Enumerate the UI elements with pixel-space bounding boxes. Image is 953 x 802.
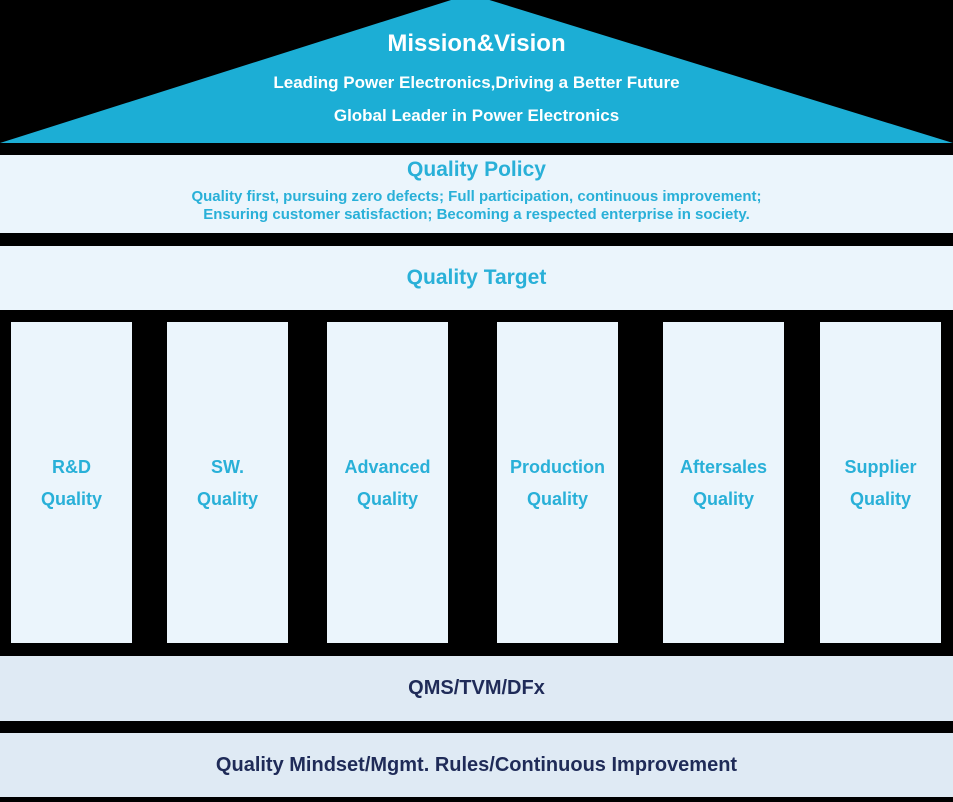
pillar-label-line: Advanced <box>344 456 431 477</box>
pillar-label-line: Quality <box>40 488 102 509</box>
pillar-label-line: Quality <box>692 488 754 509</box>
pillar-advanced-quality: Advanced Quality <box>327 322 448 643</box>
pillar-supplier-quality: Supplier Quality <box>820 322 941 643</box>
quality-target-band: Quality Target <box>0 246 953 310</box>
qms-label: QMS/TVM/DFx <box>408 677 545 699</box>
pillar-label-line: SW. <box>210 456 244 477</box>
pillar-aftersales-quality: Aftersales Quality <box>663 322 784 643</box>
pillar-label-line: Quality <box>196 488 258 509</box>
roof-triangle-shape <box>0 0 953 143</box>
mission-vision-roof: Mission&Vision Leading Power Electronics… <box>0 0 953 143</box>
pillar-sw-quality: SW. Quality <box>167 322 288 643</box>
quality-policy-band: Quality Policy Quality first, pursuing z… <box>0 155 953 233</box>
pillar-rnd-quality: R&D Quality <box>11 322 132 643</box>
pillar-label-line: Production <box>510 456 605 477</box>
mission-statement: Leading Power Electronics,Driving a Bett… <box>273 73 680 92</box>
pillar-production-quality: Production Quality <box>497 322 618 643</box>
qms-foundation-band: QMS/TVM/DFx <box>0 656 953 721</box>
pillar-label-line: Supplier <box>844 456 917 477</box>
quality-policy-title: Quality Policy <box>407 158 546 181</box>
mindset-foundation-band: Quality Mindset/Mgmt. Rules/Continuous I… <box>0 733 953 797</box>
pillar-label-line: Quality <box>849 488 911 509</box>
vision-statement: Global Leader in Power Electronics <box>333 106 620 125</box>
quality-policy-line-2: Ensuring customer satisfaction; Becoming… <box>203 206 750 223</box>
quality-target-title: Quality Target <box>406 266 547 289</box>
quality-policy-line-1: Quality first, pursuing zero defects; Fu… <box>191 188 762 205</box>
pillar-label-line: Quality <box>356 488 418 509</box>
mindset-label: Quality Mindset/Mgmt. Rules/Continuous I… <box>215 753 738 776</box>
mission-vision-title: Mission&Vision <box>387 30 566 57</box>
pillar-label-line: Aftersales <box>679 456 768 477</box>
pillar-label-line: Quality <box>526 488 588 509</box>
pillar-label-line: R&D <box>52 456 91 477</box>
